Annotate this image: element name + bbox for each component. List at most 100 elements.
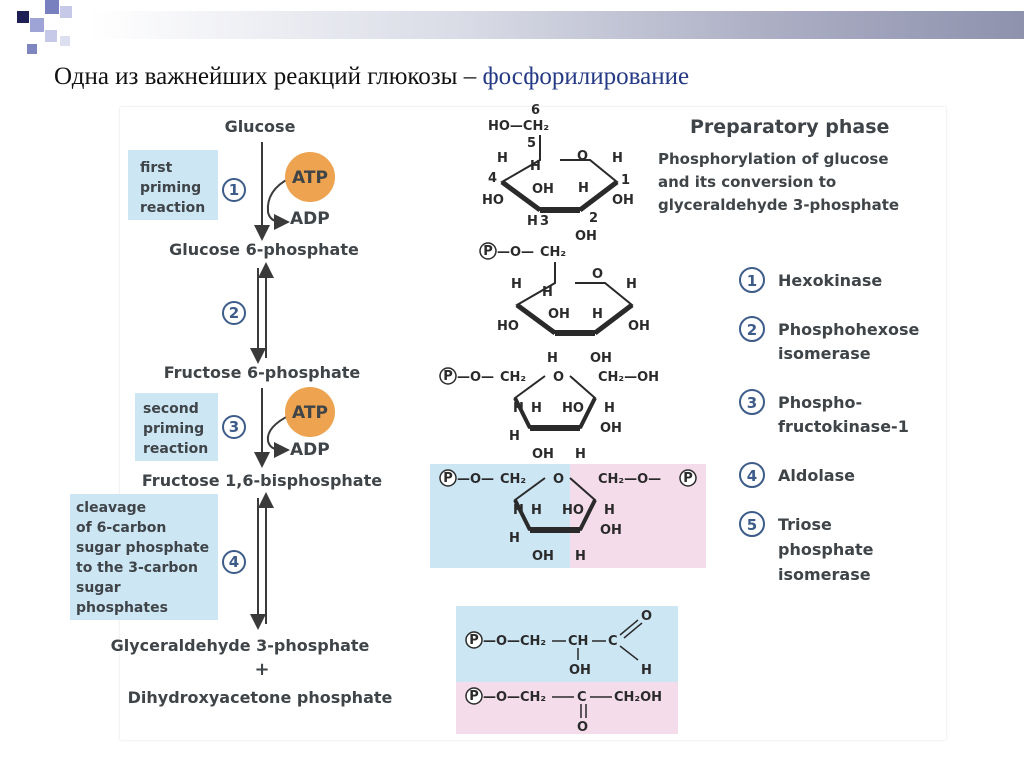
phase-description-line2: and its conversion to	[658, 173, 836, 191]
note-first-priming-line3: reaction	[140, 200, 205, 216]
f6p-h: H	[509, 429, 520, 444]
note-cleavage-line3: sugar phosphate	[76, 540, 209, 556]
enzyme-5-number: 5	[747, 516, 757, 534]
f16bp-h: H	[575, 549, 586, 564]
note-cleavage-line6: phosphates	[76, 600, 168, 616]
compound-dihydroxyacetone-phosphate: Dihydroxyacetone phosphate	[128, 688, 393, 707]
gap-carbon: C	[608, 634, 618, 649]
enzyme-3-name-line1: Phospho-	[778, 393, 862, 412]
compound-glucose: Glucose	[225, 117, 296, 136]
gap-ch2: CH₂	[520, 634, 546, 649]
g6p-ch2: CH₂	[540, 245, 566, 260]
glucose-6-phosphate-structure: P —O— CH₂ O H H HO OH H H OH H OH	[479, 242, 650, 366]
dhap-ch2oh: CH₂OH	[614, 690, 662, 705]
glucose-c4-number: 4	[488, 171, 497, 186]
adp-label-1: ADP	[290, 209, 330, 229]
gap-ch: CH	[568, 634, 588, 649]
f16bp-h: H	[509, 531, 520, 546]
atp-curve-1	[266, 177, 291, 230]
note-first-priming-line1: first	[140, 160, 173, 176]
atp-circle-1	[285, 152, 335, 202]
f16bp-ho: HO	[562, 503, 584, 518]
gap-box	[456, 606, 678, 682]
compound-fructose-1-6-bisphosphate: Fructose 1,6-bisphosphate	[142, 471, 382, 490]
glucose-h: H	[527, 214, 538, 229]
compound-glucose-6-phosphate: Glucose 6-phosphate	[169, 240, 359, 259]
enzyme-5-name-line3: isomerase	[778, 565, 871, 584]
step-4-badge	[222, 550, 246, 574]
compound-plus: +	[254, 659, 269, 680]
enzyme-2-name-line1: Phosphohexose	[778, 320, 920, 339]
f16bp-ch2-right: CH₂—O—	[598, 472, 661, 487]
glucose-oh: OH	[575, 229, 597, 244]
dhap-ester-oxygen: —O—	[483, 690, 520, 705]
step-3-number: 3	[229, 418, 239, 436]
f16bp-oh: OH	[600, 523, 622, 538]
note-cleavage-line2: of 6-carbon	[76, 520, 166, 536]
gap-aldehyde-h: H	[641, 663, 652, 678]
phase-description-line3: glyceraldehyde 3-phosphate	[658, 196, 899, 214]
dihydroxyacetone-phosphate-structure: P —O— CH₂ C CH₂OH O	[456, 682, 678, 735]
enzyme-1-name: Hexokinase	[778, 271, 882, 290]
phase-heading: Preparatory phase	[690, 116, 889, 138]
step-2-number: 2	[229, 304, 239, 322]
compound-glyceraldehyde-3-phosphate: Glyceraldehyde 3-phosphate	[111, 636, 370, 655]
g6p-ester-oxygen: —O—	[497, 245, 534, 260]
f16bp-h: H	[531, 503, 542, 518]
f6p-ch2: CH₂	[500, 370, 526, 385]
gap-phosphate: P	[469, 633, 479, 648]
note-second-priming-line3: reaction	[143, 441, 208, 457]
glucose-h: H	[530, 159, 541, 174]
glucose-h: H	[578, 181, 589, 196]
glucose-oh: OH	[532, 182, 554, 197]
atp-label-1: ATP	[292, 168, 328, 188]
step-4-number: 4	[229, 553, 239, 571]
g6p-ho: HO	[497, 319, 519, 334]
glucose-structure: HO—CH₂ 6 5 O H H 4 HO OH H H 1 OH H 3 2 …	[482, 103, 634, 244]
f16bp-phosphate-right: P	[683, 471, 693, 486]
slide-title-highlight: фосфорилирование	[482, 63, 690, 90]
note-second-priming-line2: priming	[143, 421, 204, 437]
enzyme-5: 5 Triose phosphate isomerase	[739, 511, 874, 584]
gap-oh: OH	[569, 663, 591, 678]
f6p-h: H	[575, 447, 586, 462]
step-3-badge	[222, 415, 246, 439]
gap-ester-oxygen: —O—	[483, 634, 520, 649]
note-box-first-priming	[128, 150, 218, 220]
f6p-h: H	[513, 401, 524, 416]
dhap-carbon: C	[577, 690, 587, 705]
f6p-h: H	[604, 401, 615, 416]
slide-title: Одна из важнейших реакций глюкозы – фосф…	[54, 63, 689, 91]
f6p-phosphate: P	[443, 369, 453, 384]
dhap-keto-oxygen: O	[577, 720, 588, 735]
phase-description-line1: Phosphorylation of glucose	[658, 150, 889, 168]
f6p-oh: OH	[600, 421, 622, 436]
f16bp-ester-oxygen-left: —O—	[457, 472, 494, 487]
g6p-h: H	[626, 277, 637, 292]
glucose-c1-number: 1	[621, 173, 630, 188]
enzyme-4-name: Aldolase	[778, 466, 855, 485]
g6p-ring-oxygen: O	[592, 267, 603, 282]
f16bp-ch2-left: CH₂	[500, 472, 526, 487]
atp-label-2: ATP	[292, 403, 328, 423]
f16bp-h: H	[513, 503, 524, 518]
glucose-c6-group: HO—CH₂	[488, 119, 549, 134]
f16bp-phosphate-left: P	[443, 471, 453, 486]
g6p-h: H	[511, 277, 522, 292]
note-cleavage-line4: to the 3-carbon	[76, 560, 198, 576]
corner-decoration	[0, 0, 88, 60]
adp-label-2: ADP	[290, 440, 330, 460]
f6p-ho: HO	[562, 401, 584, 416]
enzyme-5-name-line2: phosphate	[778, 540, 874, 559]
g6p-h: H	[542, 285, 553, 300]
enzyme-2-number: 2	[747, 321, 757, 339]
dhap-phosphate: P	[469, 689, 479, 704]
f16bp-ring-oxygen: O	[553, 472, 564, 487]
f6p-oh: OH	[532, 447, 554, 462]
enzyme-1-number: 1	[747, 272, 757, 290]
enzyme-4-number: 4	[747, 467, 757, 485]
note-box-cleavage	[70, 494, 218, 620]
f16bp-oh: OH	[532, 549, 554, 564]
enzyme-5-name-line1: Triose	[778, 515, 832, 534]
g6p-oh: OH	[590, 351, 612, 366]
